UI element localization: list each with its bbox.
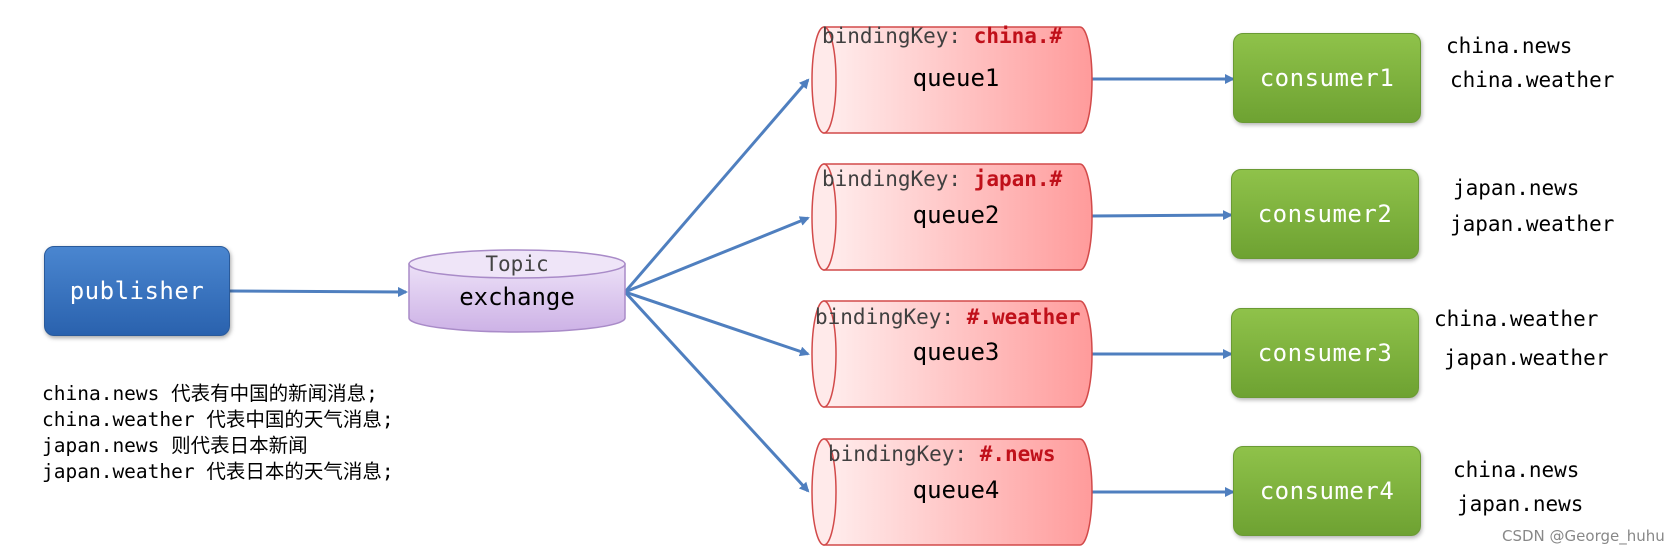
note-line: china.news 代表有中国的新闻消息;: [42, 382, 378, 405]
consumer2-routing-key-1: japan.news: [1453, 176, 1580, 200]
queue1-cylinder: [811, 26, 1093, 134]
queue4-label: queue4: [912, 476, 1000, 504]
consumer4-box: consumer4: [1233, 446, 1421, 536]
queue1-label: queue1: [912, 64, 1000, 92]
consumer4-routing-key-2: japan.news: [1457, 492, 1584, 516]
consumer1-routing-key-2: china.weather: [1450, 68, 1615, 92]
publisher-label: publisher: [69, 277, 205, 305]
consumer1-box: consumer1: [1233, 33, 1421, 123]
queue4-cylinder: [811, 438, 1093, 546]
note-line: china.weather 代表中国的天气消息;: [42, 408, 394, 431]
consumer3-routing-key-2: japan.weather: [1444, 346, 1609, 370]
consumer2-label: consumer2: [1257, 200, 1393, 228]
queue3-binding-key: bindingKey: #.weather: [815, 305, 1081, 329]
queue4-binding-key: bindingKey: #.news: [828, 442, 1056, 466]
publisher-box: publisher: [44, 246, 230, 336]
consumer4-label: consumer4: [1259, 477, 1395, 505]
arrow-exchange-queue4: [623, 290, 810, 493]
queue3-label: queue3: [912, 338, 1000, 366]
consumer4-routing-key-1: china.news: [1453, 458, 1580, 482]
arrow-publisher-exchange: [229, 286, 408, 297]
consumer1-label: consumer1: [1259, 64, 1395, 92]
routing-key-notes: china.news 代表有中国的新闻消息; china.weather 代表中国…: [42, 381, 394, 485]
arrow-exchange-queue2: [624, 216, 810, 294]
queue2-cylinder: [811, 163, 1093, 271]
watermark: CSDN @George_huhu: [1502, 527, 1665, 545]
exchange-name-label: exchange: [459, 283, 575, 311]
exchange-type-label: Topic: [485, 252, 549, 276]
consumer3-label: consumer3: [1257, 339, 1393, 367]
consumer2-box: consumer2: [1231, 169, 1419, 259]
queue2-label: queue2: [912, 201, 1000, 229]
note-line: japan.news 则代表日本新闻: [42, 434, 308, 457]
consumer3-routing-key-1: china.weather: [1434, 307, 1599, 331]
queue3-cylinder: [811, 300, 1093, 408]
arrow-exchange-queue1: [623, 78, 810, 293]
exchange-cylinder: [408, 249, 626, 333]
consumer1-routing-key-1: china.news: [1446, 34, 1573, 58]
consumer3-box: consumer3: [1231, 308, 1419, 398]
arrow-queue2-consumer2: [1089, 210, 1233, 221]
queue1-binding-key: bindingKey: china.#: [822, 24, 1063, 48]
consumer2-routing-key-2: japan.weather: [1450, 212, 1615, 236]
arrow-exchange-queue3: [624, 290, 810, 357]
note-line: japan.weather 代表日本的天气消息;: [42, 460, 394, 483]
queue2-binding-key: bindingKey: japan.#: [822, 167, 1063, 191]
